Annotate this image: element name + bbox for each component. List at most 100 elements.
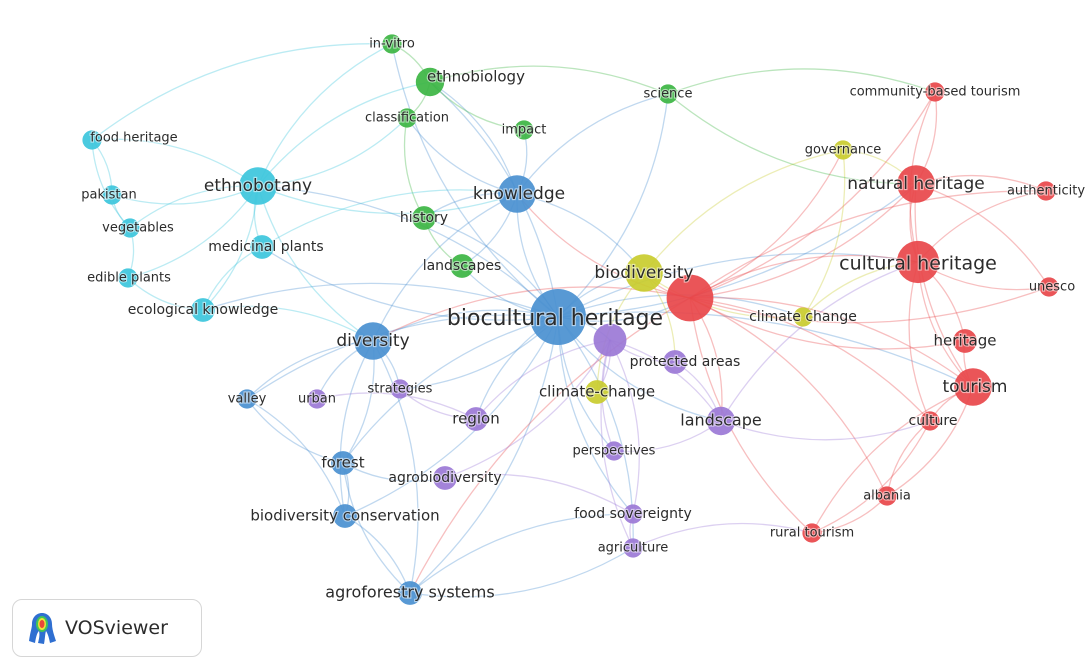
node-tourism[interactable] (954, 368, 992, 406)
node-label-landscape[interactable]: landscape (679, 409, 763, 430)
node-red-hub[interactable] (666, 274, 714, 322)
node-label-medicinal-plants[interactable]: medicinal plants (207, 238, 325, 256)
node-label-pakistan[interactable]: pakistan (80, 186, 138, 203)
node-label-history[interactable]: history (399, 209, 449, 227)
node-label-ethnobiology[interactable]: ethnobiology (426, 66, 526, 86)
node-label-heritage[interactable]: heritage (932, 330, 997, 350)
node-agroforestry-systems[interactable] (398, 581, 422, 605)
node-vegetables[interactable] (120, 218, 140, 238)
node-strategies[interactable] (390, 379, 410, 399)
node-unesco[interactable] (1039, 277, 1059, 297)
link-food-heritage-in-vitro (91, 43, 393, 141)
node-purple-hub[interactable] (593, 323, 627, 357)
link-forest-agroforestry-systems (342, 462, 411, 594)
node-valley[interactable] (237, 389, 257, 409)
link-biodiversity-climate-change (643, 272, 804, 319)
node-landscapes[interactable] (450, 254, 474, 278)
node-food-sovereignty[interactable] (623, 504, 643, 524)
node-protected-areas[interactable] (663, 350, 687, 374)
vosviewer-logo: VOSviewer (12, 599, 202, 657)
link-valley-forest (246, 398, 344, 464)
node-edible-plants[interactable] (118, 268, 138, 288)
link-red-hub-community-based-tourism (689, 91, 936, 299)
node-diversity[interactable] (354, 322, 392, 360)
node-label-diversity[interactable]: diversity (335, 330, 411, 352)
node-label-agroforestry-systems[interactable]: agroforestry systems (324, 581, 496, 602)
node-community-based-tourism[interactable] (925, 82, 945, 102)
node-label-community-based-tourism[interactable]: community-based tourism (848, 83, 1021, 100)
node-region[interactable] (464, 407, 488, 431)
node-climate-change[interactable] (793, 307, 813, 327)
node-science[interactable] (658, 84, 678, 104)
node-label-cultural-heritage[interactable]: cultural heritage (838, 251, 998, 275)
node-label-food-heritage[interactable]: food heritage (89, 129, 179, 146)
node-climate-change-2[interactable] (585, 380, 609, 404)
node-label-region[interactable]: region (451, 408, 501, 428)
node-label-food-sovereignty[interactable]: food sovereignty (573, 505, 693, 523)
node-label-biocultural-heritage[interactable]: biocultural heritage (446, 305, 664, 332)
node-ecological-knowledge[interactable] (191, 298, 215, 322)
node-ethnobiology[interactable] (415, 67, 445, 97)
node-label-climate-change[interactable]: climate change (748, 308, 858, 326)
node-label-valley[interactable]: valley (227, 390, 268, 407)
node-biocultural-heritage[interactable] (530, 289, 586, 345)
node-natural-heritage[interactable] (897, 165, 935, 203)
node-label-urban[interactable]: urban (297, 390, 337, 407)
node-agriculture[interactable] (623, 538, 643, 558)
node-food-heritage[interactable] (82, 130, 102, 150)
node-label-climate-change-2[interactable]: climate-change (538, 381, 656, 401)
node-albania[interactable] (877, 486, 897, 506)
node-label-science[interactable]: science (642, 85, 693, 102)
node-rural-tourism[interactable] (802, 523, 822, 543)
node-label-rural-tourism[interactable]: rural tourism (769, 524, 856, 541)
node-label-ethnobotany[interactable]: ethnobotany (203, 175, 313, 197)
node-authenticity[interactable] (1036, 181, 1056, 201)
node-impact[interactable] (514, 120, 534, 140)
node-label-impact[interactable]: impact (501, 121, 548, 138)
node-label-biodiversity[interactable]: biodiversity (593, 262, 694, 284)
node-label-albania[interactable]: albania (862, 487, 912, 504)
node-pakistan[interactable] (102, 185, 122, 205)
node-cultural-heritage[interactable] (896, 240, 940, 284)
link-red-hub-authenticity (689, 190, 1047, 299)
node-label-landscapes[interactable]: landscapes (422, 257, 503, 275)
node-biodiversity-conservation[interactable] (333, 504, 357, 528)
node-landscape[interactable] (706, 406, 736, 436)
link-diversity-biodiversity-conservation (339, 340, 374, 517)
node-label-protected-areas[interactable]: protected areas (629, 353, 742, 371)
node-label-classification[interactable]: classification (364, 109, 450, 126)
node-forest[interactable] (331, 451, 355, 475)
node-classification[interactable] (397, 108, 417, 128)
node-label-natural-heritage[interactable]: natural heritage (846, 173, 986, 195)
node-label-perspectives[interactable]: perspectives (571, 442, 656, 459)
link-agriculture-rural-tourism (632, 522, 813, 549)
node-label-ecological-knowledge[interactable]: ecological knowledge (127, 301, 280, 319)
node-heritage[interactable] (953, 329, 977, 353)
node-governance[interactable] (833, 140, 853, 160)
node-in-vitro[interactable] (382, 34, 402, 54)
node-label-edible-plants[interactable]: edible plants (86, 269, 172, 286)
node-label-agrobiodiversity[interactable]: agrobiodiversity (387, 469, 502, 487)
node-agrobiodiversity[interactable] (433, 466, 457, 490)
node-label-unesco[interactable]: unesco (1028, 278, 1077, 295)
node-label-tourism[interactable]: tourism (941, 376, 1008, 398)
node-label-knowledge[interactable]: knowledge (472, 183, 566, 205)
node-perspectives[interactable] (604, 441, 624, 461)
node-label-governance[interactable]: governance (804, 141, 883, 158)
node-ethnobotany[interactable] (239, 167, 277, 205)
node-history[interactable] (412, 206, 436, 230)
node-label-agriculture[interactable]: agriculture (597, 539, 670, 556)
node-label-vegetables[interactable]: vegetables (101, 219, 175, 236)
node-label-strategies[interactable]: strategies (366, 380, 433, 397)
node-culture[interactable] (920, 411, 940, 431)
node-label-culture[interactable]: culture (907, 412, 958, 430)
node-label-forest[interactable]: forest (320, 452, 366, 472)
node-medicinal-plants[interactable] (250, 235, 274, 259)
node-label-authenticity[interactable]: authenticity (1006, 182, 1087, 199)
node-knowledge[interactable] (498, 175, 536, 213)
node-urban[interactable] (307, 389, 327, 409)
node-label-biodiversity-conservation[interactable]: biodiversity conservation (249, 505, 440, 525)
node-label-in-vitro[interactable]: in-vitro (368, 35, 416, 52)
node-biodiversity[interactable] (625, 254, 663, 292)
